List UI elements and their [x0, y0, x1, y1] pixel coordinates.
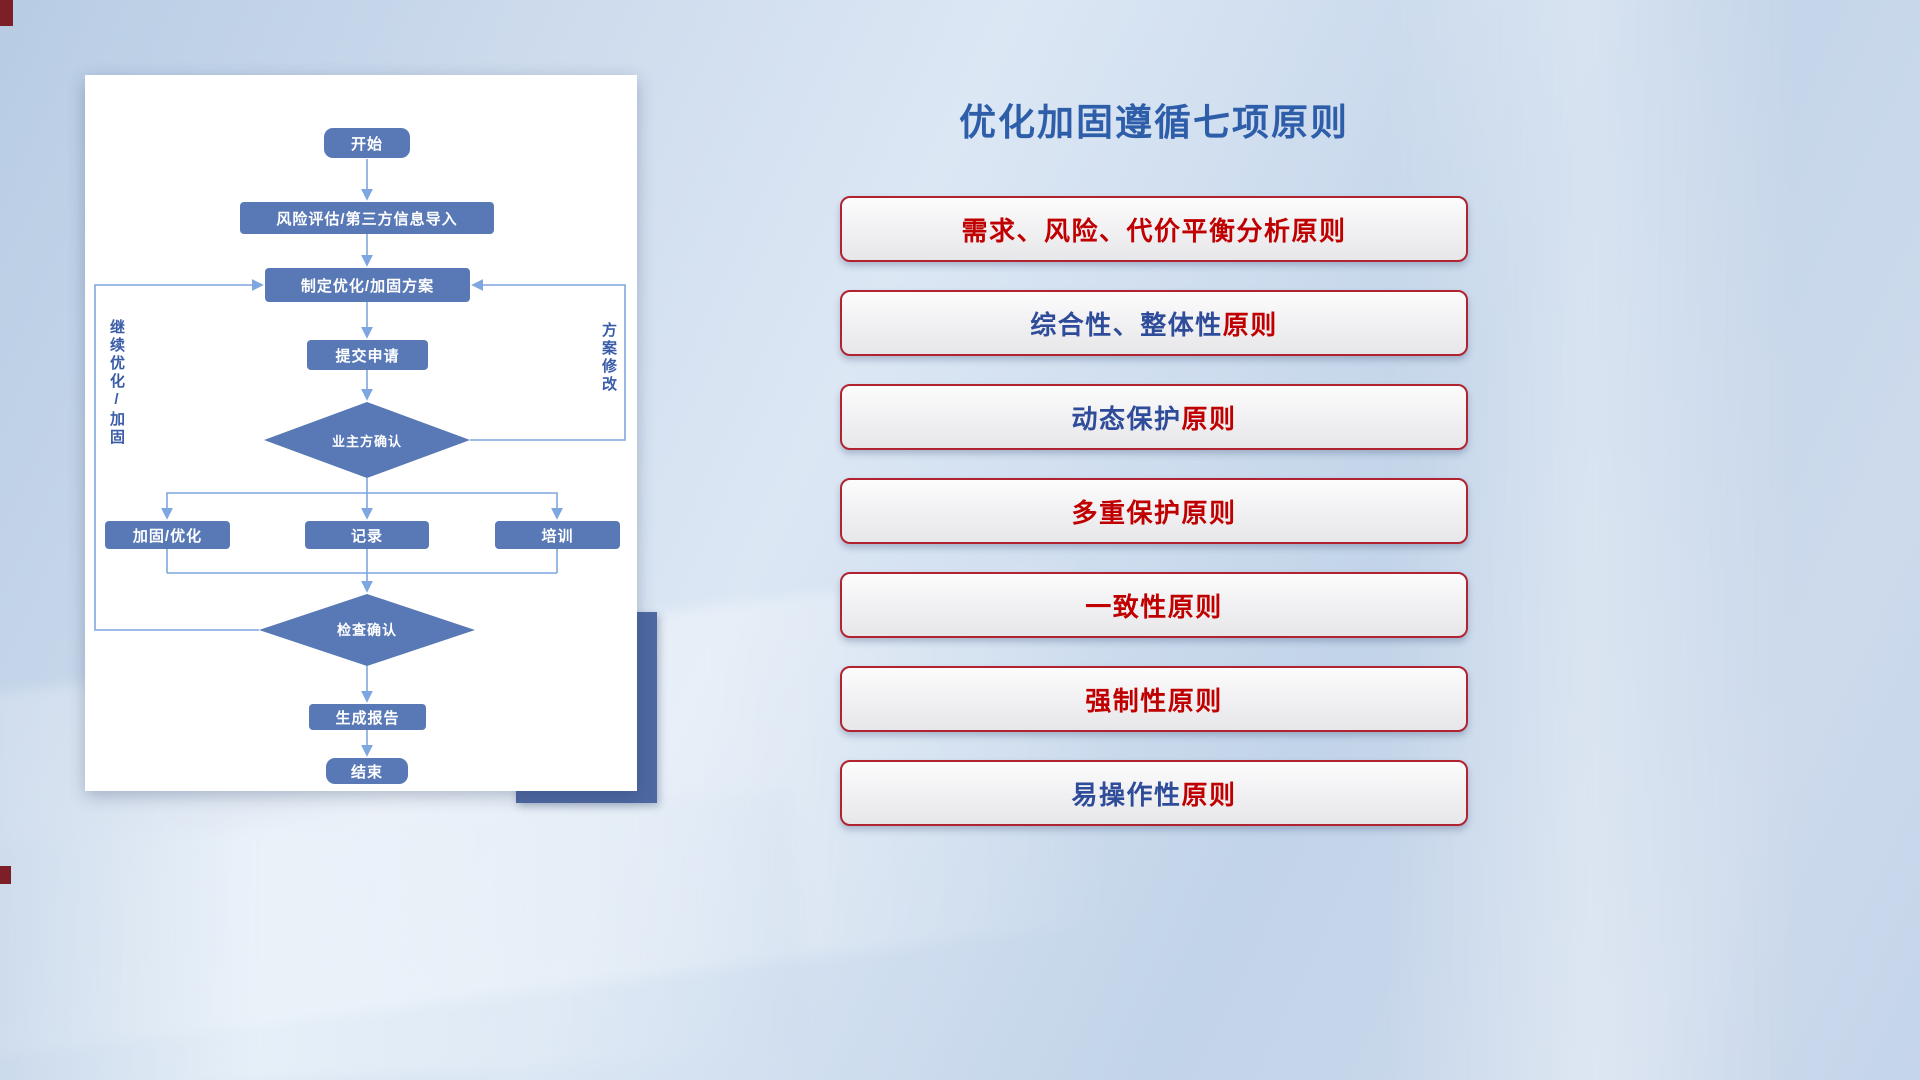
principle-text-segment: 强制性原则	[1085, 685, 1223, 716]
corner-accent-top-left	[0, 0, 13, 26]
flow-loop-label-continue: 继续优化/加固	[108, 319, 125, 447]
flowchart-connectors	[94, 159, 626, 757]
principle-text-segment: 原则	[1181, 403, 1237, 434]
background-streak	[0, 788, 808, 1080]
flow-node-risk-import: 风险评估/第三方信息导入	[240, 202, 494, 234]
flow-node-training: 培训	[495, 521, 620, 549]
flow-node-harden-optimize: 加固/优化	[105, 521, 230, 549]
principle-box: 多重保护原则	[840, 478, 1468, 544]
flow-node-start: 开始	[324, 128, 410, 158]
flowchart-card: 开始 风险评估/第三方信息导入 制定优化/加固方案 提交申请 业主方确认 加固/…	[85, 75, 637, 791]
principle-text-segment: 易操作性	[1071, 779, 1182, 810]
principle-text-segment: 原则	[1181, 779, 1237, 810]
flow-node-record: 记录	[305, 521, 429, 549]
principle-text-segment: 综合性、整体性	[1030, 309, 1223, 340]
principle-box: 易操作性原则	[840, 760, 1468, 826]
principle-box: 强制性原则	[840, 666, 1468, 732]
principle-box: 动态保护原则	[840, 384, 1468, 450]
principle-text-segment: 需求、风险、代价平衡分析原则	[961, 215, 1347, 246]
principle-box: 综合性、整体性原则	[840, 290, 1468, 356]
principle-text-segment: 多重保护原则	[1071, 497, 1237, 528]
flow-node-submit: 提交申请	[307, 340, 428, 370]
corner-accent-bottom-left	[0, 866, 11, 884]
flow-node-end: 结束	[326, 758, 408, 784]
principle-box: 一致性原则	[840, 572, 1468, 638]
principle-box: 需求、风险、代价平衡分析原则	[840, 196, 1468, 262]
principle-text-segment: 动态保护	[1071, 403, 1182, 434]
flow-node-make-plan: 制定优化/加固方案	[265, 268, 470, 302]
principle-text-segment: 原则	[1222, 309, 1278, 340]
page-title: 优化加固遵循七项原则	[959, 102, 1349, 143]
flow-loop-label-modify: 方案修改	[600, 322, 617, 394]
flow-node-report: 生成报告	[309, 704, 426, 730]
principle-text-segment: 一致性原则	[1085, 591, 1223, 622]
principles-list: 需求、风险、代价平衡分析原则 综合性、整体性原则 动态保护原则 多重保护原则 一…	[840, 196, 1468, 826]
